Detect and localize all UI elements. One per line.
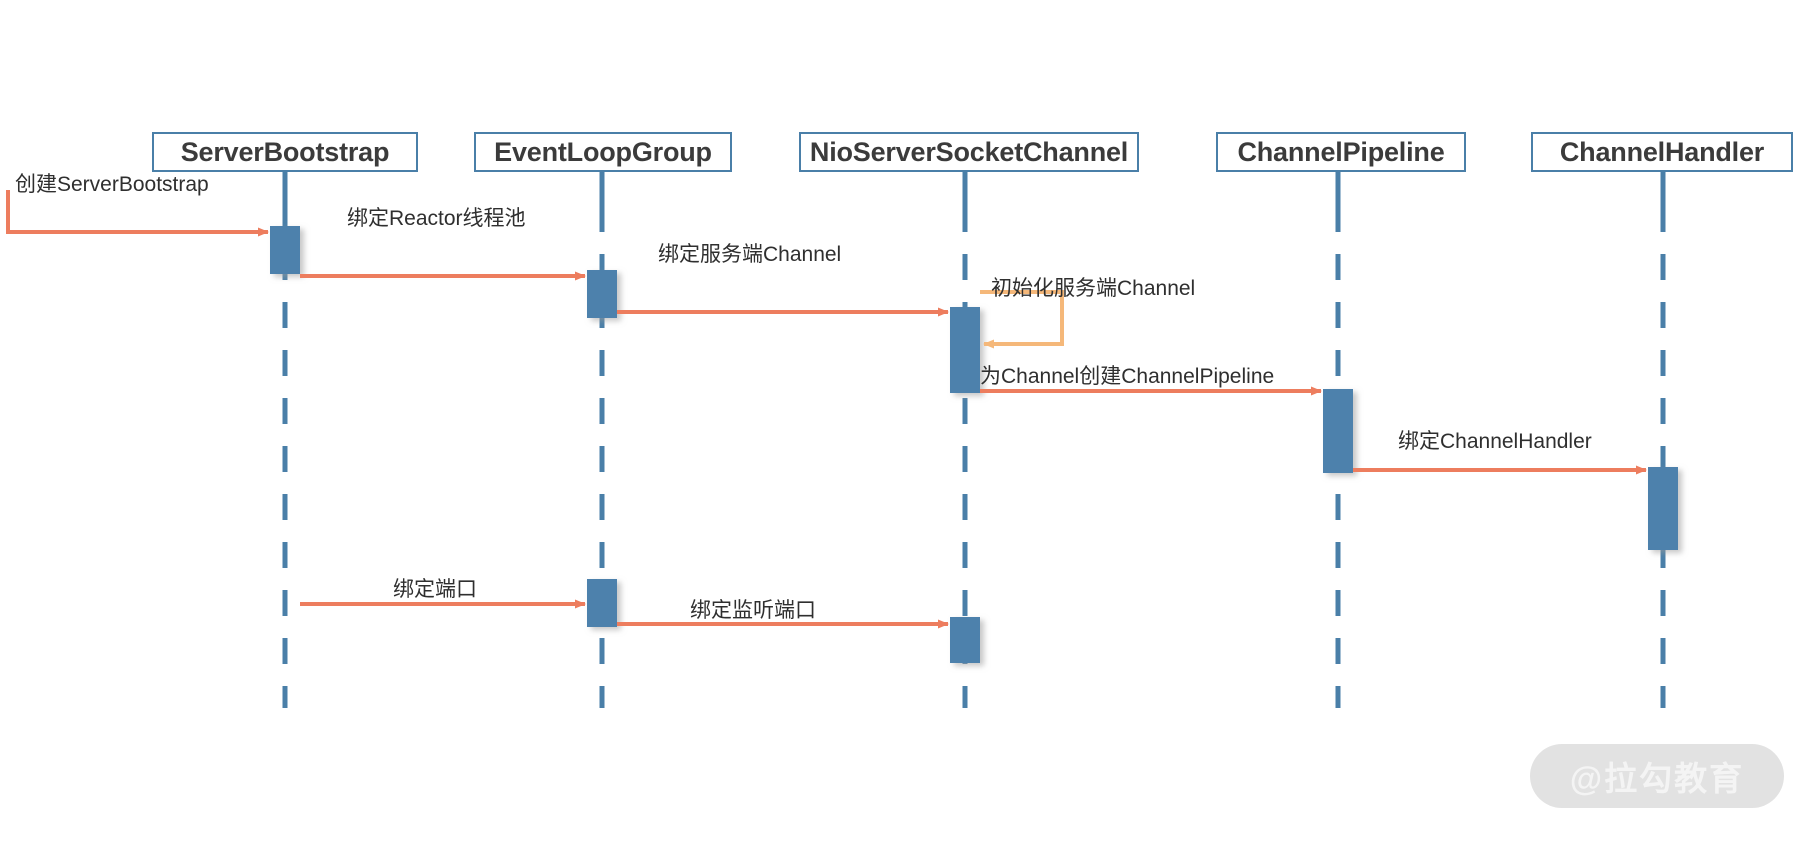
participant-eventloopgroup[interactable]: EventLoopGroup xyxy=(474,132,732,172)
message-label-m8: 绑定监听端口 xyxy=(690,599,816,622)
activation-bar-channelhandler-4[interactable] xyxy=(1648,467,1678,550)
message-arrows-group xyxy=(6,190,1647,629)
message-label-m5: 为Channel创建ChannelPipeline xyxy=(980,365,1275,388)
message-label-m1: 创建ServerBootstrap xyxy=(15,173,209,196)
participant-label: NioServerSocketChannel xyxy=(809,136,1129,167)
participant-label: ChannelPipeline xyxy=(1237,136,1445,167)
participant-serverbootstrap[interactable]: ServerBootstrap xyxy=(152,132,418,172)
message-label-m6: 绑定ChannelHandler xyxy=(1398,430,1592,453)
message-m1[interactable] xyxy=(6,190,269,237)
participant-label: EventLoopGroup xyxy=(494,136,712,167)
message-label-m4: 初始化服务端Channel xyxy=(991,277,1196,300)
message-label-m3: 绑定服务端Channel xyxy=(658,243,842,266)
self-message-m4[interactable] xyxy=(980,290,1064,349)
activation-bar-eventloopgroup-1[interactable] xyxy=(587,270,617,318)
participant-channelhandler[interactable]: ChannelHandler xyxy=(1531,132,1793,172)
watermark-text: @拉勾教育 xyxy=(1569,760,1745,797)
activation-bar-channelpipeline-3[interactable] xyxy=(1323,389,1353,473)
participant-nioserversocketchannel[interactable]: NioServerSocketChannel xyxy=(799,132,1139,172)
activation-bar-nioserversocketchannel-2[interactable] xyxy=(950,307,980,393)
message-label-m7: 绑定端口 xyxy=(393,578,477,601)
activation-bar-serverbootstrap-0[interactable] xyxy=(270,226,300,274)
activation-bar-nioserversocketchannel-6[interactable] xyxy=(950,617,980,663)
watermark-badge: @拉勾教育 xyxy=(1530,744,1784,808)
activation-bar-eventloopgroup-5[interactable] xyxy=(587,579,617,627)
activation-bars-group xyxy=(270,226,1678,663)
participant-label: ChannelHandler xyxy=(1559,136,1765,167)
participant-label: ServerBootstrap xyxy=(180,136,390,167)
message-label-m2: 绑定Reactor线程池 xyxy=(347,207,526,230)
participant-channelpipeline[interactable]: ChannelPipeline xyxy=(1216,132,1466,172)
